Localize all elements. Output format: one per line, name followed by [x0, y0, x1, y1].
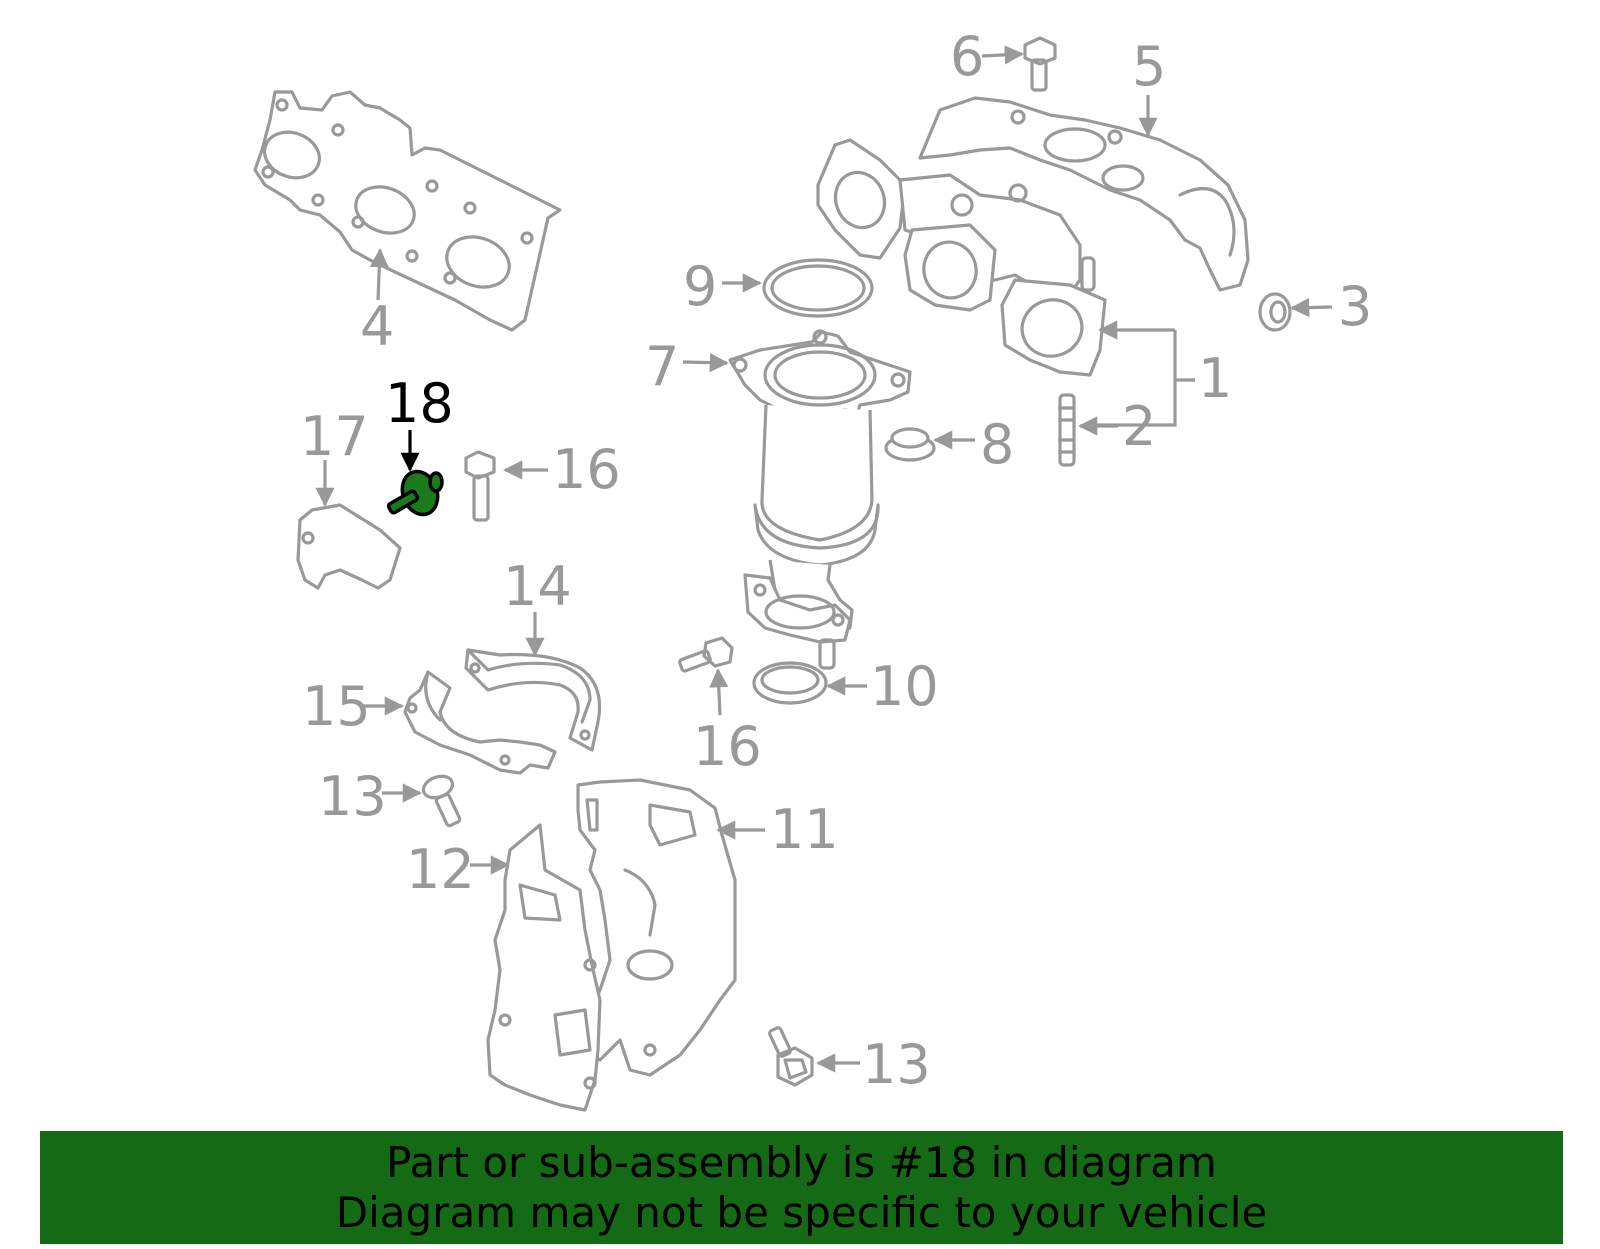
part-13-bolt-lower [768, 1026, 814, 1087]
part-11-heat-shield [576, 778, 737, 1077]
label-15: 15 [302, 675, 371, 738]
label-16-lower: 16 [693, 715, 762, 778]
part-3-nut [1258, 292, 1292, 332]
label-2: 2 [1122, 395, 1156, 458]
part-5-upper-heat-shield [918, 96, 1250, 292]
label-7: 7 [645, 335, 679, 398]
part-6-bolt [1023, 36, 1057, 92]
label-1: 1 [1198, 347, 1232, 410]
banner-line-2: Diagram may not be specific to your vehi… [335, 1187, 1268, 1237]
part-7-catalytic-converter [728, 329, 912, 670]
label-9: 9 [683, 255, 717, 318]
part-13-bolt-upper [421, 774, 462, 828]
label-8: 8 [980, 413, 1014, 476]
part-10-gasket [752, 661, 828, 705]
part-9-gasket-ring [762, 258, 874, 318]
info-banner: Part or sub-assembly is #18 in diagram D… [40, 1131, 1563, 1244]
label-6: 6 [950, 25, 984, 88]
part-8-flange-nut [884, 427, 936, 462]
part-4-manifold-gasket [253, 90, 562, 332]
part-16-bolt-upper [464, 450, 496, 522]
label-13-upper: 13 [318, 765, 387, 828]
part-17-bracket [296, 503, 402, 590]
label-5: 5 [1132, 35, 1166, 98]
label-14: 14 [503, 555, 572, 618]
label-4: 4 [360, 295, 394, 358]
part-16-bolt-lower [678, 636, 734, 673]
part-18-highlighted-bolt[interactable] [386, 467, 444, 520]
label-13-lower: 13 [862, 1033, 931, 1096]
part-2-stud [1058, 393, 1076, 467]
label-16-upper: 16 [552, 438, 621, 501]
part-12-heat-shield-lower [486, 823, 602, 1112]
label-17: 17 [300, 405, 369, 468]
label-12: 12 [406, 838, 475, 901]
part-14-clamp-upper [464, 648, 602, 752]
part-15-clamp-lower [403, 670, 557, 775]
part-1-exhaust-manifold [816, 138, 1107, 377]
label-11: 11 [770, 798, 839, 861]
banner-line-1: Part or sub-assembly is #18 in diagram [386, 1137, 1217, 1187]
label-18: 18 [385, 372, 454, 435]
label-10: 10 [870, 655, 939, 718]
label-3: 3 [1338, 275, 1372, 338]
